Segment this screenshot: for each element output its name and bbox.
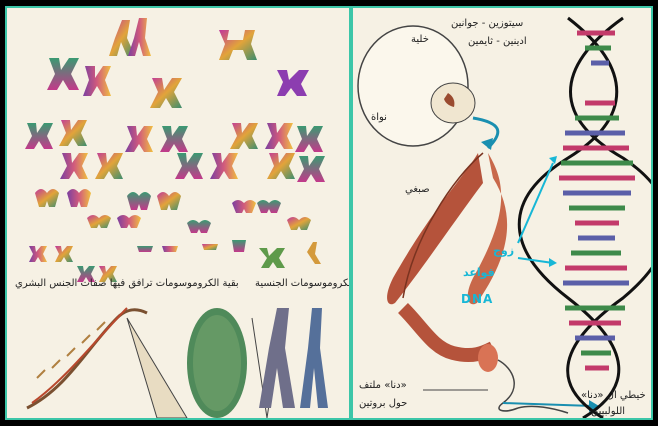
label-dna: DNA	[461, 292, 493, 306]
chromosome-row-4	[35, 189, 311, 233]
karyotype-caption-sex: الكروموسومات الجنسية	[255, 278, 351, 289]
chromosome-drawing	[7, 8, 351, 420]
label-helix-strands: خيطي ال «دنا»	[581, 390, 646, 401]
dna-packing-illustration	[27, 308, 328, 418]
label-helix-strands-2: اللولبيين	[591, 406, 625, 417]
label-cell: خلية	[411, 34, 429, 45]
label-bases-cg: سيتوزين - جوانين	[451, 18, 523, 29]
chromosome-row-1	[47, 18, 309, 108]
chromosome-row-3	[60, 153, 325, 182]
chromosome-row-2	[25, 120, 323, 152]
chromosome-row-5	[29, 240, 321, 282]
label-coiled-dna: «دنا» ملتف	[359, 380, 407, 391]
chromosome-panel: الكروموسومات الجنسية بقية الكروموسومات ت…	[5, 6, 351, 420]
dna-double-helix	[519, 18, 653, 418]
label-chromatid: صبغي	[405, 184, 430, 195]
label-around-protein: حول بروتين	[359, 398, 407, 409]
label-bases-at: ادينين - ثايمين	[468, 36, 527, 47]
label-nucleus: نواة	[371, 112, 387, 123]
karyotype-caption-autosomes: بقية الكروموسومات ترافق فيها صفات الجنس …	[15, 278, 239, 289]
dna-structure-panel: خلية نواة صبغي سيتوزين - جوانين ادينين -…	[351, 6, 653, 420]
label-pair: زوج	[493, 244, 514, 257]
label-bases: قواعد	[463, 266, 495, 279]
dna-structure-drawing	[353, 8, 653, 420]
